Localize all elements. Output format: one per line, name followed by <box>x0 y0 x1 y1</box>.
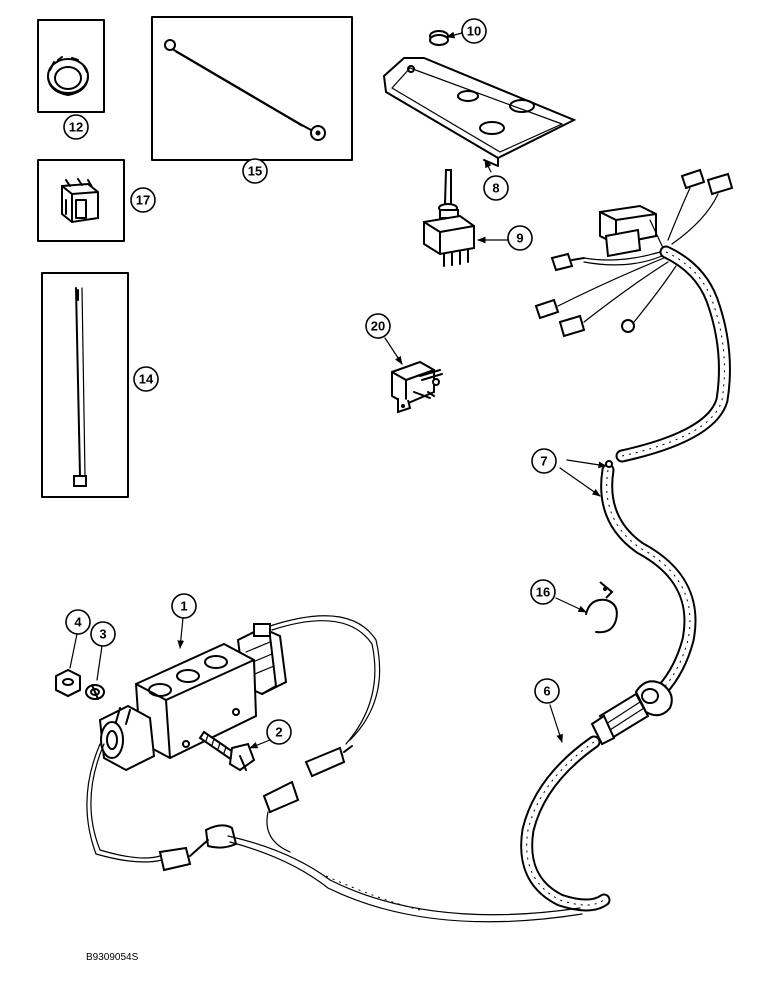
callout-10: 10 <box>461 18 487 44</box>
grommet-part <box>429 30 449 46</box>
wiring-harness-part <box>534 168 734 697</box>
lock-washer-part <box>85 684 105 700</box>
svg-text:9: 9 <box>516 231 523 246</box>
svg-text:15: 15 <box>248 164 262 179</box>
callout-15: 15 <box>242 158 268 184</box>
callout-4: 4 <box>65 609 91 635</box>
hex-nut-part <box>55 668 81 698</box>
svg-text:3: 3 <box>99 627 106 642</box>
callout-7: 7 <box>531 448 557 474</box>
circuit-breaker-part <box>391 360 443 414</box>
svg-text:14: 14 <box>139 372 154 387</box>
callout-16: 16 <box>530 579 556 605</box>
svg-text:6: 6 <box>543 684 550 699</box>
callout-9: 9 <box>507 225 533 251</box>
svg-text:17: 17 <box>136 193 150 208</box>
callout-2: 2 <box>266 719 292 745</box>
inset-box-connector <box>37 159 125 242</box>
ground-strap-part <box>164 39 326 141</box>
callout-6: 6 <box>534 678 560 704</box>
svg-text:20: 20 <box>371 319 385 334</box>
svg-text:1: 1 <box>180 599 187 614</box>
svg-text:8: 8 <box>492 181 499 196</box>
svg-text:2: 2 <box>275 725 282 740</box>
svg-text:10: 10 <box>467 24 481 39</box>
hose-clamp-part <box>585 581 618 634</box>
callout-20: 20 <box>365 313 391 339</box>
figure-code: B9309054S <box>86 952 139 963</box>
callout-1: 1 <box>171 593 197 619</box>
solenoid-valve-part <box>86 615 583 923</box>
mounting-plate-part <box>382 57 577 167</box>
inset-box-ground-strap <box>151 16 353 161</box>
svg-text:12: 12 <box>69 120 83 135</box>
inset-box-cable-tie <box>41 272 129 498</box>
svg-text:16: 16 <box>536 585 550 600</box>
callout-12: 12 <box>63 114 89 140</box>
callout-3: 3 <box>90 621 116 647</box>
svg-text:4: 4 <box>74 615 82 630</box>
callout-8: 8 <box>483 175 509 201</box>
svg-text:7: 7 <box>540 454 547 469</box>
bolt-part <box>198 730 256 772</box>
callout-14: 14 <box>133 366 159 392</box>
toggle-switch-part <box>423 169 475 267</box>
connector-block-part <box>61 178 99 224</box>
callout-17: 17 <box>130 187 156 213</box>
cable-tie-part <box>73 287 87 487</box>
lock-nut-part <box>47 56 89 96</box>
inset-box-nut <box>37 19 105 113</box>
harness-connector-part <box>590 680 673 746</box>
